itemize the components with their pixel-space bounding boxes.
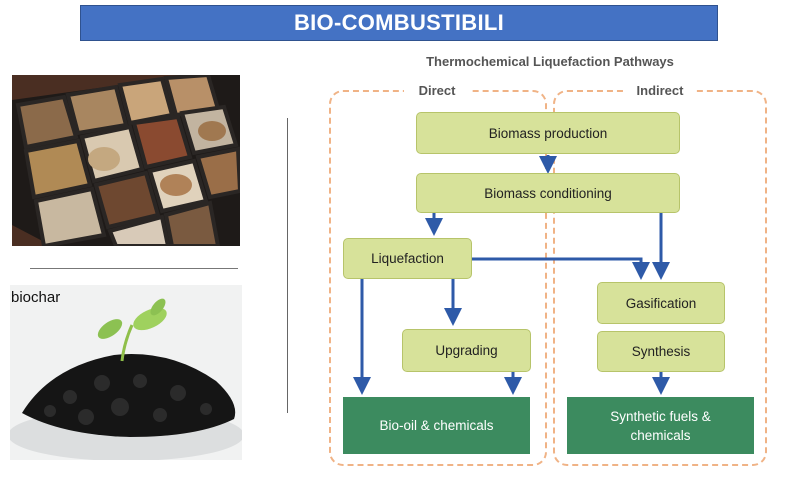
node-gasification: Gasification	[597, 282, 725, 324]
diagram-title: Thermochemical Liquefaction Pathways	[426, 54, 674, 69]
page-title-banner: BIO-COMBUSTIBILI	[80, 5, 718, 41]
biochar-caption: biochar	[11, 289, 61, 306]
biomass-samples-photo	[12, 75, 240, 246]
vertical-divider	[287, 118, 288, 413]
arrow-liquefaction-to-gasification	[472, 257, 650, 280]
node-label: Synthetic fuels & chemicals	[610, 408, 711, 443]
node-bio-oil-chemicals: Bio-oil & chemicals	[343, 397, 530, 454]
direct-label: Direct	[418, 83, 456, 98]
page-title: BIO-COMBUSTIBILI	[293, 10, 505, 35]
node-biomass-conditioning: Biomass conditioning	[416, 173, 680, 213]
indirect-label: Indirect	[636, 83, 684, 98]
node-label: Upgrading	[435, 343, 498, 358]
node-label: Synthesis	[631, 344, 691, 359]
node-label: Liquefaction	[371, 251, 444, 266]
left-divider	[30, 268, 238, 269]
node-synthesis: Synthesis	[597, 331, 725, 372]
node-label: Biomass conditioning	[484, 185, 612, 201]
node-biomass-production: Biomass production	[416, 112, 680, 154]
node-liquefaction: Liquefaction	[343, 238, 472, 279]
node-synthetic-fuels-chemicals: Synthetic fuels & chemicals	[567, 397, 754, 454]
node-label: Gasification	[625, 295, 697, 311]
biochar-photo	[10, 285, 242, 460]
node-upgrading: Upgrading	[402, 329, 531, 372]
node-label: Biomass production	[488, 125, 608, 141]
node-label: Bio-oil & chemicals	[379, 418, 494, 433]
